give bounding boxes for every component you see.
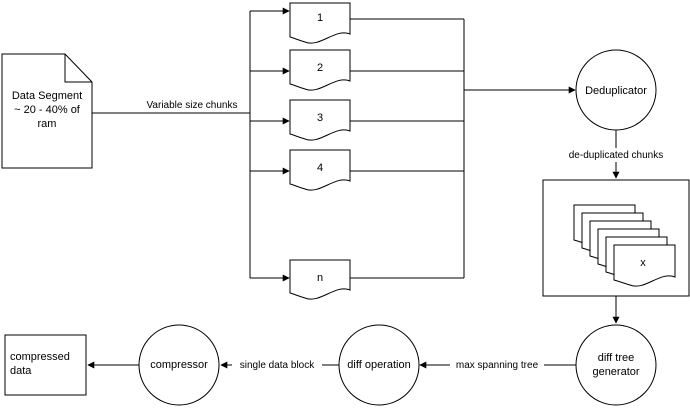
chunk-3: 3 <box>289 99 351 141</box>
deduplicator-node: Deduplicator <box>575 49 657 131</box>
diff-tree-generator-line-1: diff tree <box>598 352 635 364</box>
stacked-chunk-documents <box>573 204 676 287</box>
chunk-2-label: 2 <box>317 62 323 74</box>
data-segment-line-3: ram <box>38 118 57 130</box>
edge-label-deduplicated: de-duplicated chunks <box>569 150 664 161</box>
edge-deduplicated: de-duplicated chunks <box>560 130 672 179</box>
chunk-1-label: 1 <box>317 12 323 24</box>
edge-variable-chunks: Variable size chunks <box>92 100 250 114</box>
edge-label-variable-chunks: Variable size chunks <box>147 100 238 111</box>
data-segment-line-2: ~ 20 - 40% of <box>14 104 81 116</box>
diff-tree-generator-line-2: generator <box>592 366 639 378</box>
compressed-data-node: compressed data <box>4 334 87 396</box>
edge-label-max-spanning-tree: max spanning tree <box>456 360 539 371</box>
chunk-2: 2 <box>289 49 351 91</box>
diff-operation-node: diff operation <box>338 324 420 406</box>
data-segment-node: Data Segment ~ 20 - 40% of ram <box>1 53 93 169</box>
deduplicator-label: Deduplicator <box>585 85 647 97</box>
chunk-1: 1 <box>289 2 351 44</box>
chunk-n: n <box>289 259 351 300</box>
compressed-data-line-1: compressed <box>10 351 70 363</box>
edge-max-spanning-tree: max spanning tree <box>419 358 576 372</box>
compressor-node: compressor <box>138 324 220 406</box>
diff-operation-label: diff operation <box>347 359 410 371</box>
edge-single-data-block: single data block <box>220 358 339 372</box>
chunk-3-label: 3 <box>317 112 323 124</box>
compressor-label: compressor <box>150 359 208 371</box>
chunk-4-label: 4 <box>317 162 323 174</box>
dedup-store-node: x <box>542 179 690 297</box>
stacked-chunk-label: x <box>640 257 646 269</box>
diff-tree-generator-node: diff tree generator <box>575 324 657 406</box>
compressed-data-line-2: data <box>10 365 32 377</box>
fan-in-connector <box>350 18 576 279</box>
data-segment-line-1: Data Segment <box>12 90 82 102</box>
edge-label-single-data-block: single data block <box>240 360 315 371</box>
fan-out-connector <box>249 7 290 282</box>
chunk-n-label: n <box>317 272 323 284</box>
chunk-4: 4 <box>289 149 351 191</box>
